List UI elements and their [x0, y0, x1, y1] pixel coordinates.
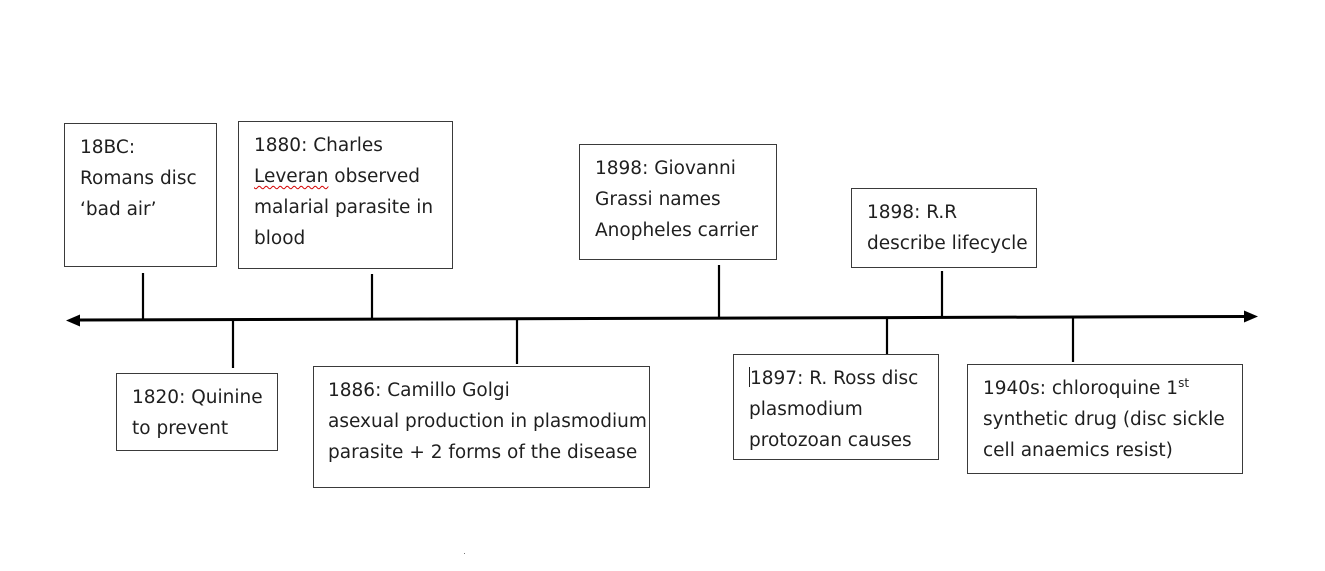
event-1940s-line-3: cell anaemics resist) — [983, 440, 1173, 461]
ordinal-superscript: st — [1178, 375, 1190, 390]
event-1880-line-3: malarial parasite in — [254, 197, 434, 218]
event-box-1898-rr: 1898: R.R describe lifecycle — [851, 188, 1037, 268]
event-1898-rr-line-2: describe lifecycle — [867, 233, 1028, 254]
event-1898-grassi-line-3: Anopheles carrier — [595, 220, 759, 241]
spellcheck-underline-leveran: Leveran — [254, 166, 329, 187]
event-box-1897: 1897: R. Ross disc plasmodium protozoan … — [733, 354, 939, 460]
event-1940s-line-1: 1940s: chloroquine 1st — [983, 373, 1232, 404]
event-1897-line-1: 1897: R. Ross disc — [749, 363, 928, 394]
event-1897-line-3: protozoan causes — [749, 430, 912, 451]
event-1886-line-1: 1886: Camillo Golgi — [328, 380, 510, 401]
event-1886-line-3: parasite + 2 forms of the disease — [328, 442, 638, 463]
timeline-left-arrowhead — [66, 314, 80, 327]
stray-dot-mark — [464, 553, 465, 554]
event-1897-line-1-text: 1897: R. Ross disc — [750, 368, 919, 389]
event-box-1898-grassi: 1898: Giovanni Grassi names Anopheles ca… — [579, 144, 777, 260]
event-18bc-line-2: Romans disc — [80, 168, 197, 189]
event-1886-line-2: asexual production in plasmodium — [328, 411, 647, 432]
event-1880-line-2: Leveran observed — [254, 166, 421, 187]
event-1898-grassi-line-2: Grassi names — [595, 189, 721, 210]
event-18bc-line-1: 18BC: — [80, 137, 136, 158]
timeline-right-arrowhead — [1244, 310, 1258, 323]
event-box-1886: 1886: Camillo Golgi asexual production i… — [313, 366, 650, 488]
event-1898-grassi-line-1: 1898: Giovanni — [595, 158, 736, 179]
event-18bc-line-3: ‘bad air’ — [80, 199, 157, 220]
event-1880-line-4: blood — [254, 228, 306, 249]
event-1897-line-2: plasmodium — [749, 399, 863, 420]
event-1820-line-1: 1820: Quinine — [132, 387, 263, 408]
event-box-1880: 1880: Charles Leveran observed malarial … — [238, 121, 453, 269]
event-1940s-line-1-text: 1940s: chloroquine 1 — [983, 378, 1179, 399]
event-1880-line-1: 1880: Charles — [254, 135, 383, 156]
event-box-18bc: 18BC: Romans disc ‘bad air’ — [64, 123, 217, 267]
event-1898-rr-line-1: 1898: R.R — [867, 202, 958, 223]
event-box-1820: 1820: Quinine to prevent — [116, 373, 278, 451]
event-1940s-line-2: synthetic drug (disc sickle — [983, 409, 1225, 430]
event-1820-line-2: to prevent — [132, 418, 229, 439]
timeline-axis — [77, 315, 1247, 322]
event-box-1940s: 1940s: chloroquine 1st synthetic drug (d… — [967, 364, 1243, 474]
text-cursor — [749, 367, 750, 387]
